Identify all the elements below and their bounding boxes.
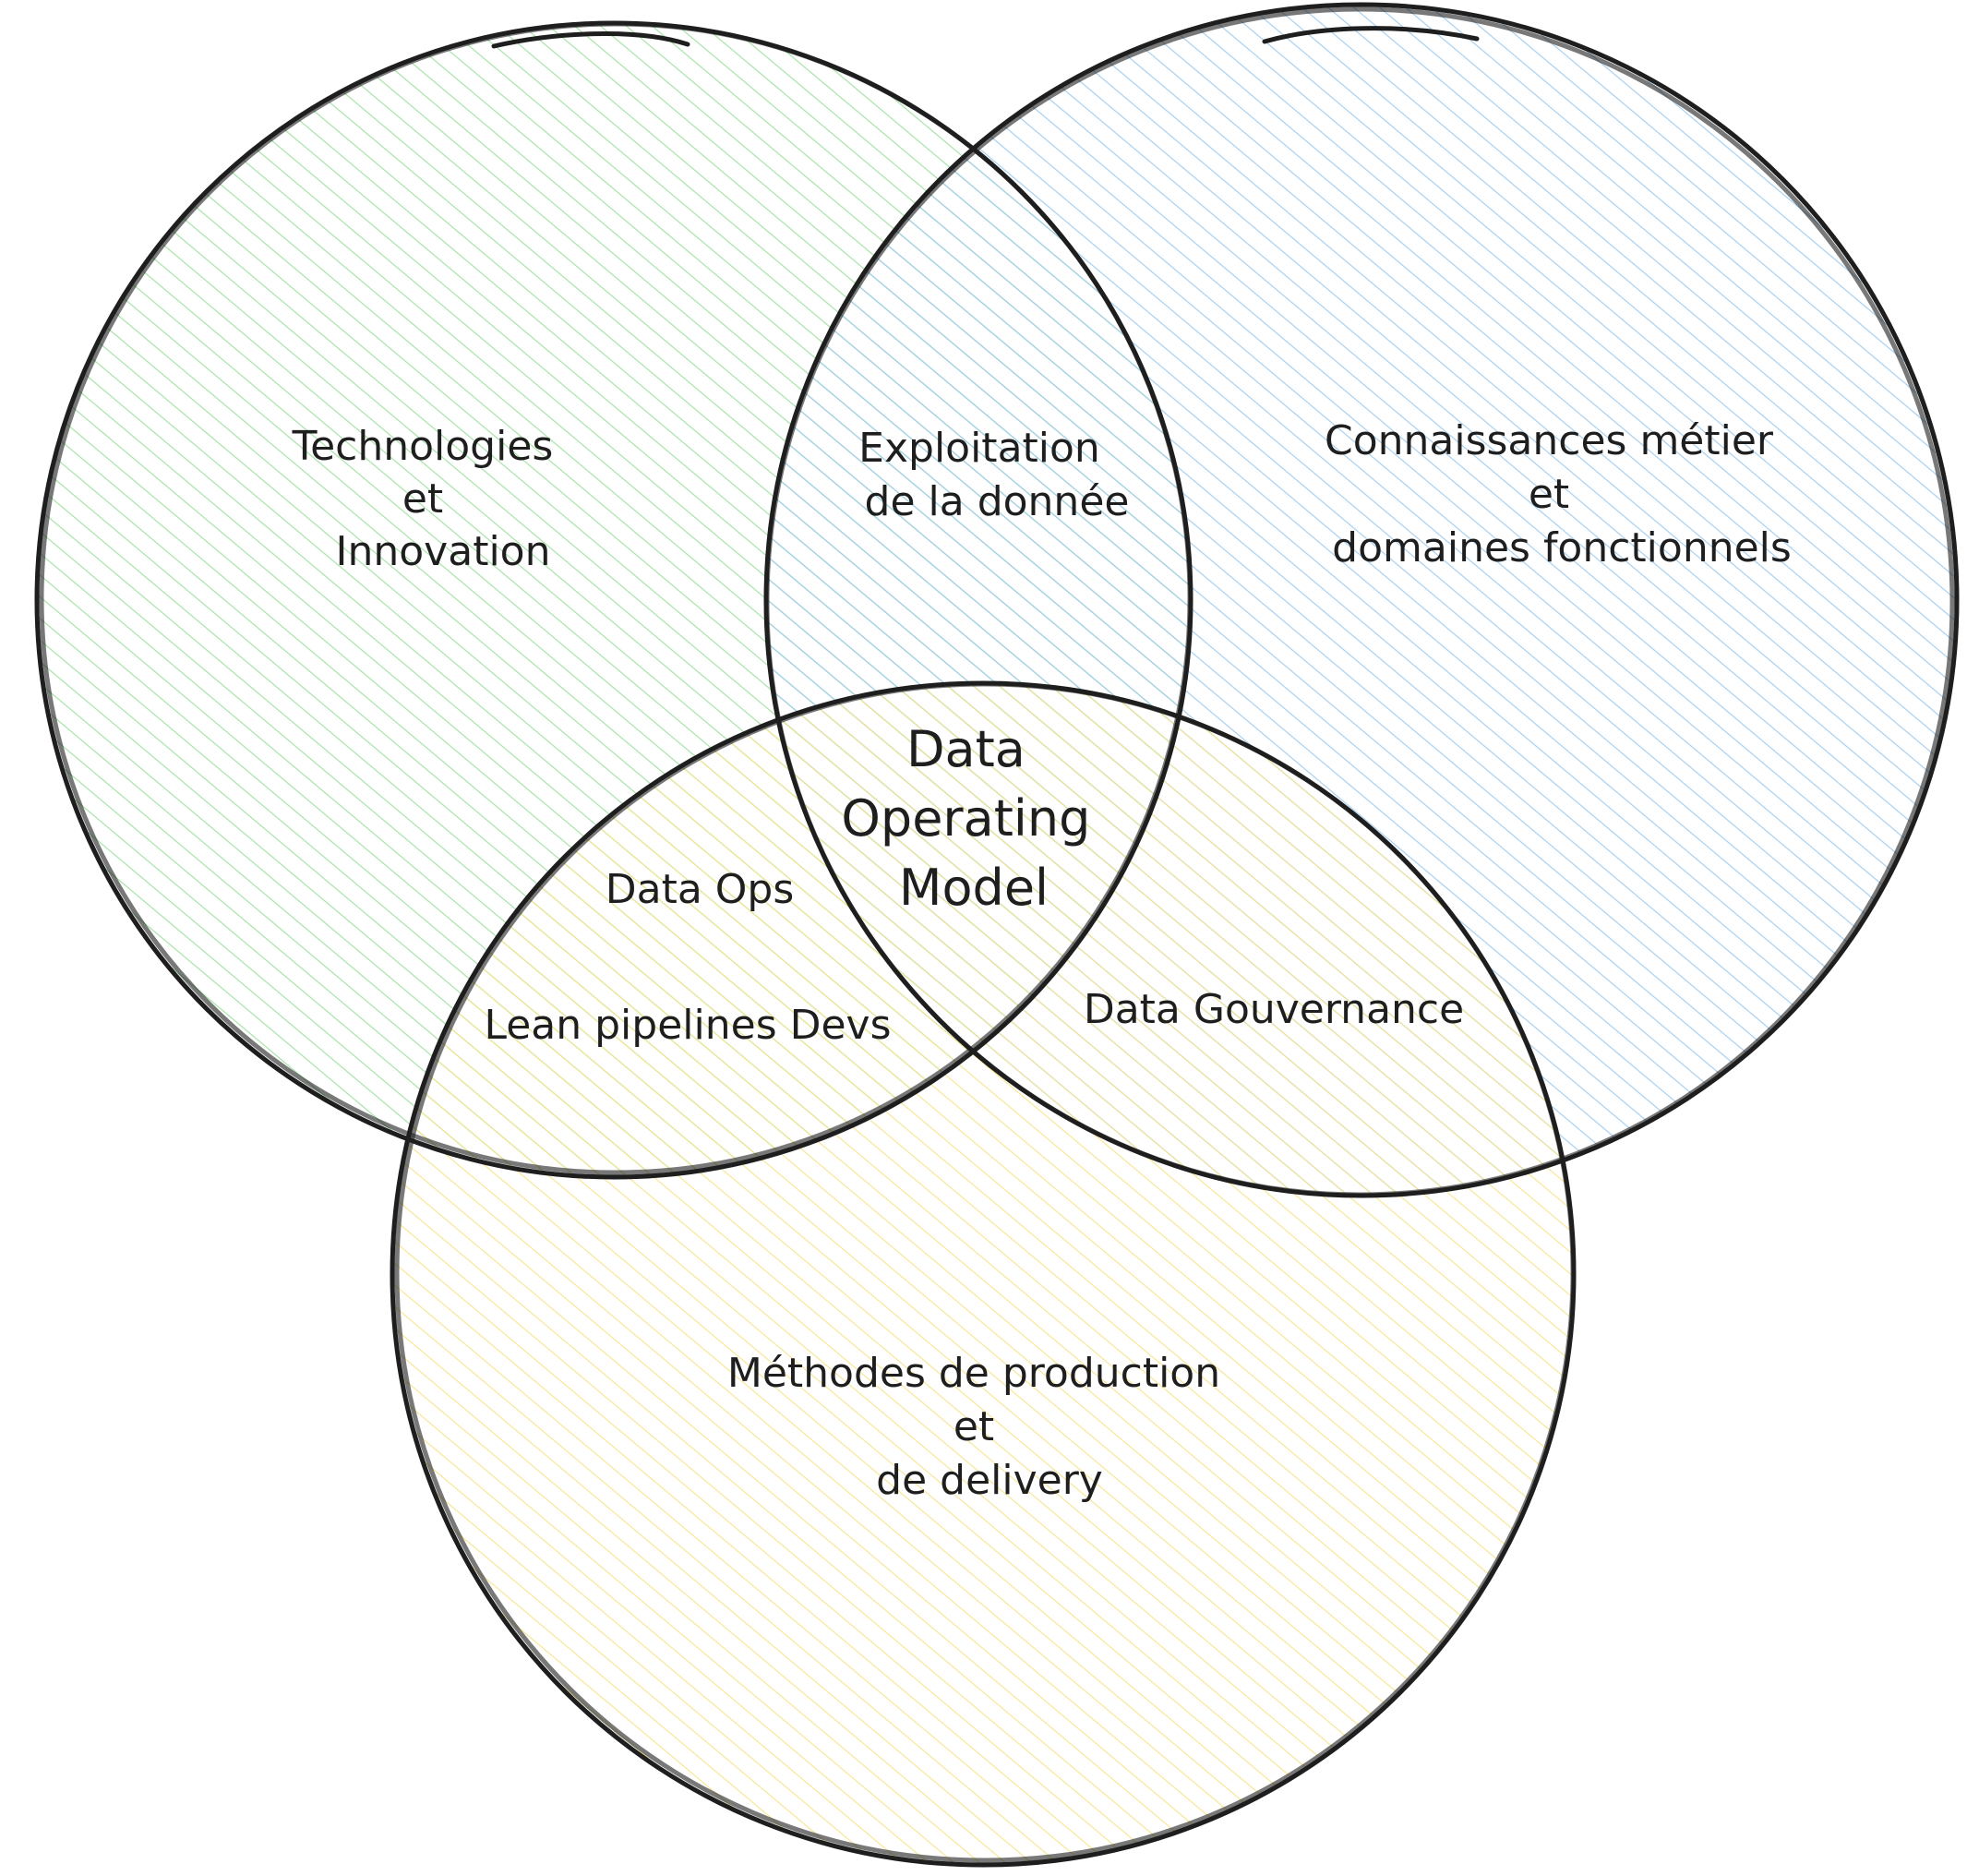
metier-label: Connaissances métier et domaines fonctio…	[1325, 417, 1792, 571]
lean-pipelines-label-line: Lean pipelines Devs	[484, 1002, 891, 1049]
technologies-label-line: Innovation	[336, 528, 551, 575]
metier-label-line: et	[1529, 471, 1569, 518]
exploitation-label-line: Exploitation	[858, 425, 1100, 472]
lean-pipelines-label: Lean pipelines Devs	[484, 1002, 891, 1049]
metier-label-line: Connaissances métier	[1325, 417, 1774, 464]
metier-circle-outline-sketch	[764, 6, 1955, 1197]
data-ops-label: Data Ops	[606, 866, 795, 913]
methodes-label: Méthodes de production et de delivery	[727, 1350, 1233, 1504]
data-gouvernance-label-line: Data Gouvernance	[1084, 986, 1464, 1033]
top-scribble-right	[1262, 26, 1480, 44]
technologies-label: Technologies et Innovation	[292, 423, 567, 575]
exploitation-label-line: de la donnée	[865, 478, 1130, 525]
center-label-line: Model	[899, 859, 1049, 917]
data-operating-model-label: Data Operating Model	[841, 720, 1106, 917]
metier-label-line: domaines fonctionnels	[1332, 524, 1792, 571]
region-labels: Technologies et Innovation Connaissances…	[292, 417, 1792, 1504]
exploitation-label: Exploitation de la donnée	[858, 425, 1129, 525]
circle-fills	[37, 5, 1957, 1865]
center-label-line: Data	[906, 720, 1025, 778]
center-label-line: Operating	[841, 789, 1090, 848]
methodes-circle-fill	[392, 683, 1574, 1865]
methodes-circle-outline-sketch	[394, 681, 1576, 1863]
circle-outlines	[34, 2, 1960, 1868]
data-gouvernance-label: Data Gouvernance	[1084, 986, 1464, 1033]
methodes-label-line: Méthodes de production	[727, 1350, 1220, 1397]
data-ops-label-line: Data Ops	[606, 866, 795, 913]
technologies-circle-outline-sketch	[39, 21, 1193, 1175]
technologies-label-line: et	[402, 475, 443, 523]
top-scribble-left	[491, 31, 690, 49]
methodes-label-line: de delivery	[876, 1457, 1103, 1504]
technologies-label-line: Technologies	[292, 423, 554, 470]
methodes-label-line: et	[954, 1403, 994, 1450]
